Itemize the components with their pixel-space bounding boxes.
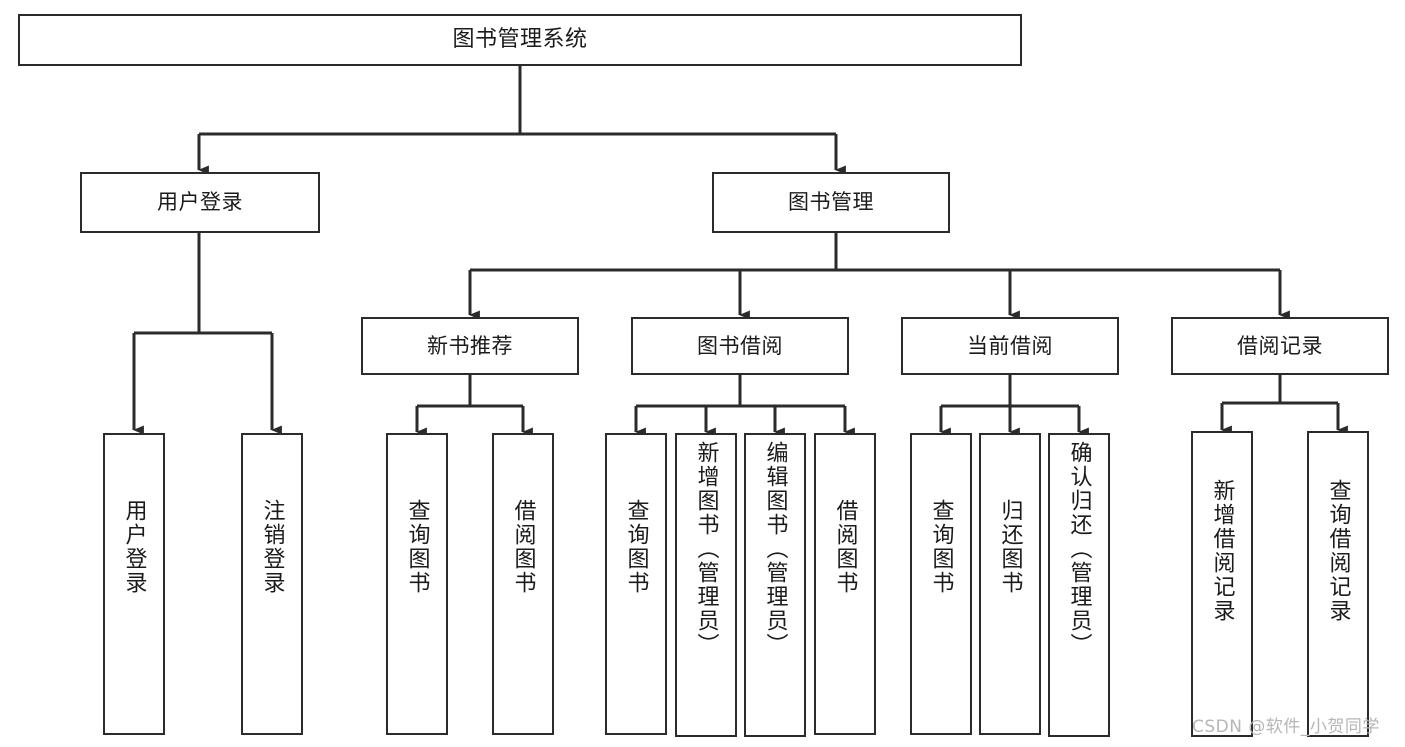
node-label: 借阅图书 bbox=[832, 499, 858, 595]
node-new-book-recommend[interactable]: 新书推荐 bbox=[361, 317, 579, 375]
node-label: 确认归还（管理员） bbox=[1066, 441, 1092, 657]
node-book-borrow[interactable]: 图书借阅 bbox=[631, 317, 849, 375]
leaf-borrow-book[interactable]: 借阅图书 bbox=[814, 433, 876, 735]
node-label: 新增借阅记录 bbox=[1209, 479, 1235, 623]
leaf-add-book-admin[interactable]: 新增图书（管理员） bbox=[675, 433, 737, 737]
leaf-edit-book-admin[interactable]: 编辑图书（管理员） bbox=[744, 433, 806, 737]
node-label: 当前借阅 bbox=[967, 333, 1053, 358]
node-label: 归还图书 bbox=[997, 499, 1023, 595]
node-label: 用户登录 bbox=[121, 499, 147, 595]
node-label: 图书管理系统 bbox=[452, 27, 588, 53]
node-book-management[interactable]: 图书管理 bbox=[712, 172, 950, 233]
leaf-query-book-borrow[interactable]: 查询图书 bbox=[605, 433, 667, 735]
leaf-query-book-current[interactable]: 查询图书 bbox=[910, 433, 972, 735]
node-label: 查询图书 bbox=[928, 499, 954, 595]
node-label: 图书借阅 bbox=[697, 333, 783, 358]
leaf-borrow-book-recommend[interactable]: 借阅图书 bbox=[492, 433, 554, 735]
leaf-add-borrow-record[interactable]: 新增借阅记录 bbox=[1191, 431, 1253, 737]
node-label: 查询借阅记录 bbox=[1325, 479, 1351, 623]
node-borrow-record[interactable]: 借阅记录 bbox=[1171, 317, 1389, 375]
leaf-confirm-return-admin[interactable]: 确认归还（管理员） bbox=[1048, 433, 1110, 737]
node-label: 借阅图书 bbox=[510, 499, 536, 595]
node-label: 图书管理 bbox=[788, 190, 874, 215]
node-user-login[interactable]: 用户登录 bbox=[80, 172, 320, 233]
leaf-logout[interactable]: 注销登录 bbox=[241, 433, 303, 735]
node-label: 注销登录 bbox=[259, 499, 285, 595]
leaf-user-login[interactable]: 用户登录 bbox=[103, 433, 165, 735]
node-label: 查询图书 bbox=[623, 499, 649, 595]
node-label: 新增图书（管理员） bbox=[693, 441, 719, 657]
node-label: 查询图书 bbox=[404, 499, 430, 595]
node-current-borrow[interactable]: 当前借阅 bbox=[901, 317, 1119, 375]
node-label: 编辑图书（管理员） bbox=[762, 441, 788, 657]
node-label: 新书推荐 bbox=[427, 333, 513, 358]
watermark: CSDN @软件_小贺同学 bbox=[1192, 717, 1380, 737]
leaf-query-book-recommend[interactable]: 查询图书 bbox=[386, 433, 448, 735]
leaf-return-book[interactable]: 归还图书 bbox=[979, 433, 1041, 735]
node-label: 借阅记录 bbox=[1237, 333, 1323, 358]
node-root-system[interactable]: 图书管理系统 bbox=[18, 14, 1022, 66]
node-label: 用户登录 bbox=[157, 190, 243, 215]
leaf-query-borrow-record[interactable]: 查询借阅记录 bbox=[1307, 431, 1369, 737]
